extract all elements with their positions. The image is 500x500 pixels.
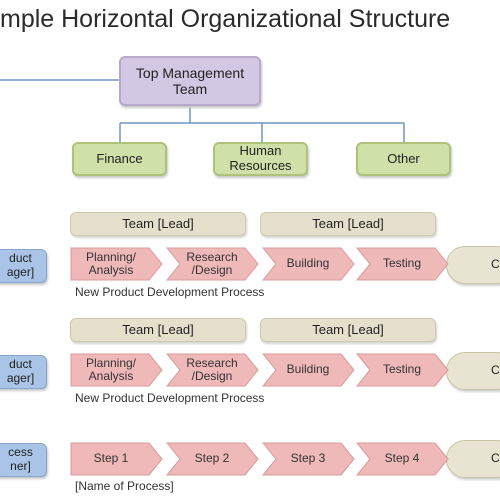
department-other: Other	[356, 142, 451, 176]
team-lead-box: Team [Lead]	[260, 318, 436, 342]
end-box: C	[446, 352, 500, 390]
chevron-arrow-shape	[356, 442, 449, 476]
process-step: Testing	[382, 256, 422, 271]
process-step: Testing	[382, 362, 422, 377]
team-lead-box: Team [Lead]	[70, 212, 246, 236]
process-step: Step 3	[290, 451, 326, 466]
team-lead-box: Team [Lead]	[260, 212, 436, 236]
process-step: Building	[286, 362, 330, 377]
chevron-arrow-shape	[166, 247, 259, 281]
chevron-arrow-shape	[70, 353, 163, 387]
process-step: Planning/ Analysis	[85, 249, 137, 277]
chevron-arrow-shape	[262, 247, 355, 281]
chevron-arrow-shape	[70, 442, 163, 476]
process-step: Step 1	[93, 451, 129, 466]
chevron-arrow-shape	[70, 247, 163, 281]
process-label: New Product Development Process	[75, 391, 265, 405]
chevron-arrow-shape	[166, 442, 259, 476]
department-human-resources: Human Resources	[213, 142, 308, 176]
top-management-box: Top Management Team	[119, 56, 261, 106]
chevron-arrow-shape	[166, 353, 259, 387]
chevron-arrow-shape	[356, 353, 449, 387]
end-box: C	[446, 246, 500, 284]
team-lead-box: Team [Lead]	[70, 318, 246, 342]
process-step: Research /Design	[186, 249, 238, 277]
page-title: mple Horizontal Organizational Structure	[0, 5, 451, 33]
process-label: [Name of Process]	[75, 479, 174, 493]
role-box: duct ager]	[0, 249, 47, 283]
process-step: Step 4	[384, 451, 420, 466]
chevron-arrow-shape	[262, 442, 355, 476]
process-step: Building	[286, 256, 330, 271]
process-step: Step 2	[194, 451, 230, 466]
end-box: C	[446, 440, 500, 478]
chevron-arrow-shape	[262, 353, 355, 387]
chevron-arrow-shape	[356, 247, 449, 281]
process-step: Planning/ Analysis	[85, 355, 137, 383]
role-box: duct ager]	[0, 355, 47, 389]
process-step: Research /Design	[186, 355, 238, 383]
department-finance: Finance	[72, 142, 167, 176]
role-box: cess ner]	[0, 443, 47, 477]
process-label: New Product Development Process	[75, 285, 265, 299]
